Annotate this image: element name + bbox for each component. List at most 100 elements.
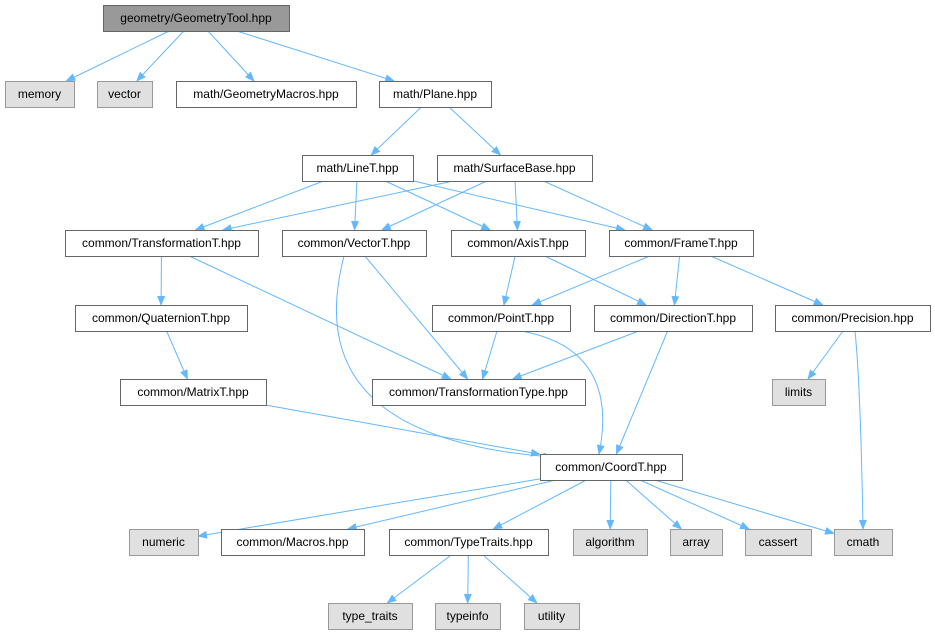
node-cassert: cassert [745, 529, 812, 556]
edge-axist-to-pointt [502, 255, 516, 306]
node-label: common/Macros.hpp [236, 535, 348, 549]
node-axist[interactable]: common/AxisT.hpp [451, 230, 586, 257]
node-transformationtype[interactable]: common/TransformationType.hpp [372, 379, 586, 406]
edge-coordt-to-typetraits [492, 479, 587, 530]
node-box [5, 81, 75, 108]
node-label: common/TransformationType.hpp [389, 385, 568, 399]
node-linet[interactable]: math/LineT.hpp [302, 155, 414, 182]
node-label: common/TransformationT.hpp [82, 236, 241, 250]
node-label: common/FrameT.hpp [624, 236, 738, 250]
node-framet[interactable]: common/FrameT.hpp [609, 230, 754, 257]
edge-root-to-geommacros [207, 30, 255, 82]
node-vectort[interactable]: common/VectorT.hpp [282, 230, 427, 257]
edge-root-to-plane [236, 30, 396, 83]
edge-coordt-to-numeric [197, 478, 541, 539]
node-label: memory [18, 87, 61, 101]
edge-directiont-to-transformationtype [511, 330, 639, 380]
node-precision[interactable]: common/Precision.hpp [775, 305, 931, 332]
edge-surfacebase-to-transformationt [221, 180, 454, 233]
node-label: typeinfo [446, 609, 488, 623]
edge-coordt-to-cmath [654, 479, 835, 535]
edge-linet-to-vectort [351, 180, 360, 231]
node-box [524, 603, 580, 630]
node-box [372, 379, 586, 406]
node-box [97, 81, 153, 108]
node-directiont[interactable]: common/DirectionT.hpp [594, 305, 753, 332]
edge-linet-to-framet [412, 180, 626, 232]
node-box [176, 81, 357, 108]
node-vector: vector [97, 81, 153, 108]
node-label: common/DirectionT.hpp [610, 311, 736, 325]
edge-axist-to-directiont [544, 255, 648, 306]
node-typeinfo: typeinfo [435, 603, 501, 630]
node-label: common/TypeTraits.hpp [404, 535, 533, 549]
node-label: geometry/GeometryTool.hpp [120, 11, 272, 25]
edge-coordt-to-algorithm [606, 479, 615, 530]
node-plane[interactable]: math/Plane.hpp [379, 81, 492, 108]
edge-directiont-to-coordt [615, 330, 669, 455]
edge-root-to-vector [136, 30, 185, 82]
node-box [302, 155, 414, 182]
node-coordt[interactable]: common/CoordT.hpp [540, 454, 683, 481]
node-matrixt[interactable]: common/MatrixT.hpp [120, 379, 267, 406]
node-pointt[interactable]: common/PointT.hpp [432, 305, 571, 332]
node-box [432, 305, 571, 332]
node-limits: limits [772, 379, 826, 406]
node-transformationt[interactable]: common/TransformationT.hpp [65, 230, 259, 257]
node-utility: utility [524, 603, 580, 630]
node-label: algorithm [585, 535, 634, 549]
node-box [775, 305, 931, 332]
node-label: common/CoordT.hpp [555, 460, 667, 474]
node-type_traits: type_traits [328, 603, 413, 630]
node-label: vector [108, 87, 141, 101]
edge-framet-to-pointt [531, 255, 650, 306]
node-algorithm: algorithm [573, 529, 648, 556]
node-label: math/SurfaceBase.hpp [453, 161, 575, 175]
node-label: common/MatrixT.hpp [137, 385, 249, 399]
node-quaterniont[interactable]: common/QuaternionT.hpp [75, 305, 248, 332]
node-box [435, 603, 501, 630]
node-memory: memory [5, 81, 75, 108]
node-label: array [682, 535, 709, 549]
node-box [451, 230, 586, 257]
edge-surfacebase-to-framet [543, 180, 654, 231]
node-numeric: numeric [129, 529, 199, 556]
edge-surfacebase-to-vectort [380, 180, 487, 231]
node-label: cmath [847, 535, 880, 549]
node-surfacebase[interactable]: math/SurfaceBase.hpp [437, 155, 593, 182]
edge-framet-to-precision [710, 255, 824, 306]
node-box [282, 230, 427, 257]
edge-plane-to-surfacebase [448, 106, 502, 156]
edge-transformationt-to-transformationtype [188, 255, 452, 380]
edge-framet-to-directiont [671, 255, 681, 306]
edge-linet-to-transformationt [194, 180, 324, 231]
node-box [772, 379, 826, 406]
node-box [75, 305, 248, 332]
node-label: limits [785, 385, 812, 399]
node-macros[interactable]: common/Macros.hpp [221, 529, 365, 556]
edge-typetraits-to-typeinfo [463, 554, 472, 604]
node-root[interactable]: geometry/GeometryTool.hpp [103, 5, 290, 32]
node-box [834, 529, 893, 556]
node-box [594, 305, 753, 332]
edge-precision-to-cmath [854, 330, 867, 530]
node-label: cassert [759, 535, 798, 549]
edge-vectort-to-coordt [335, 255, 553, 461]
node-box [379, 81, 492, 108]
node-box [609, 230, 754, 257]
edge-layer [65, 30, 867, 604]
node-box [120, 379, 267, 406]
node-typetraits[interactable]: common/TypeTraits.hpp [389, 529, 549, 556]
node-label: utility [538, 609, 565, 623]
edge-coordt-to-cassert [639, 479, 751, 530]
edge-coordt-to-array [625, 479, 683, 530]
node-label: math/LineT.hpp [316, 161, 398, 175]
edge-quaterniont-to-matrixt [166, 330, 188, 380]
edge-surfacebase-to-axist [512, 180, 521, 231]
node-box [129, 529, 199, 556]
node-array: array [670, 529, 723, 556]
node-geommacros[interactable]: math/GeometryMacros.hpp [176, 81, 357, 108]
node-box [745, 529, 812, 556]
node-label: common/AxisT.hpp [467, 236, 569, 250]
